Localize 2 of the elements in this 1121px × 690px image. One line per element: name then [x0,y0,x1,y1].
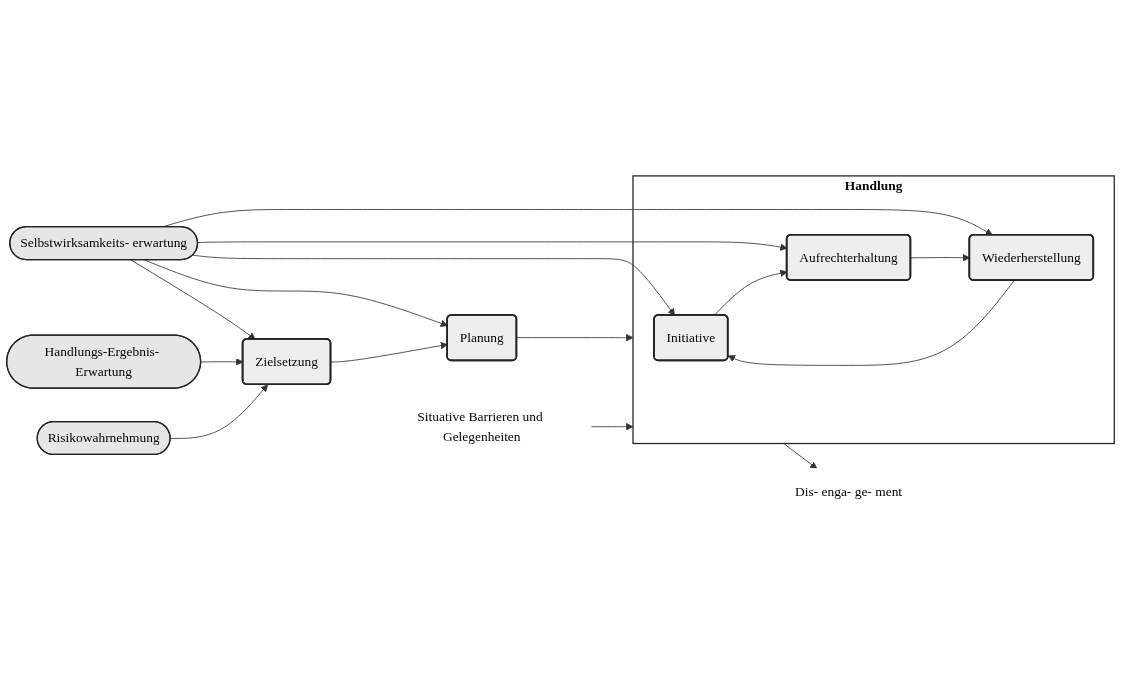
node-text: Situative Barrieren und Gelegenheiten [417,409,543,444]
node-text: Dis- enga- ge- ment [794,483,903,499]
